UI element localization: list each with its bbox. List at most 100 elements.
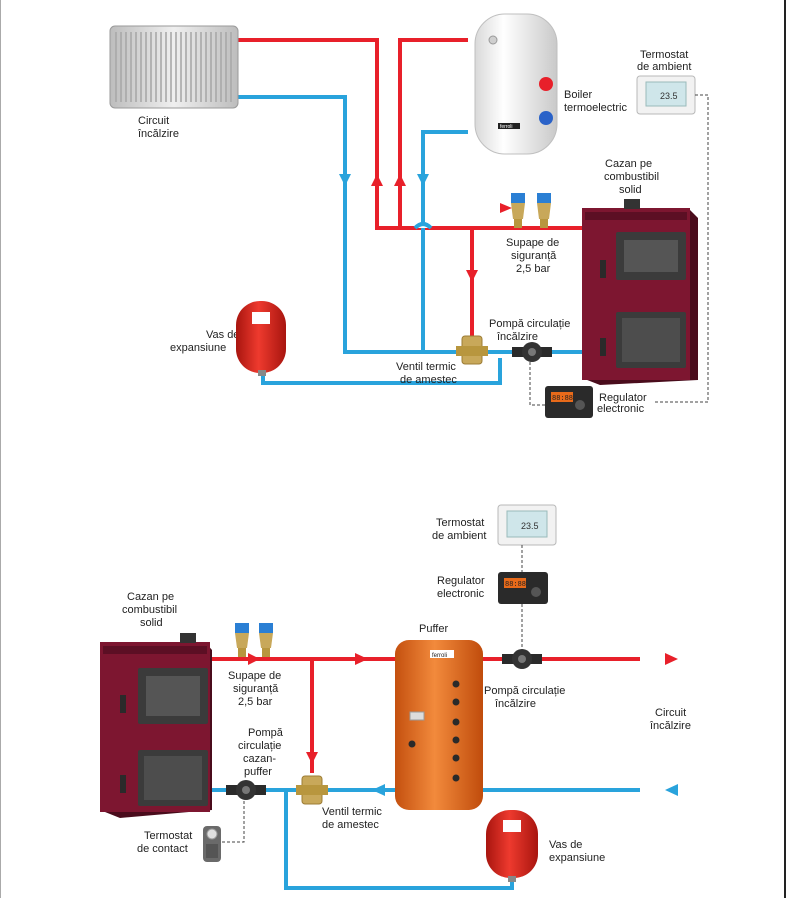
mixing-label-1: Ventil termic xyxy=(396,361,456,373)
puffer-port xyxy=(452,736,460,744)
puffer-port xyxy=(452,680,460,688)
pump-label-2: încălzire xyxy=(496,331,538,343)
safety-valve-icon xyxy=(235,623,249,657)
bottom-mixing-label-2: de amestec xyxy=(322,819,379,831)
boiler-label-2: termoelectric xyxy=(564,102,627,114)
radiator-label-2: încălzire xyxy=(137,128,179,140)
solid-fuel-boiler-icon xyxy=(582,199,698,385)
bottom-furnace-label-2: combustibil xyxy=(122,604,177,616)
puffer-port xyxy=(452,774,460,782)
contact-thermostat-icon xyxy=(203,826,221,862)
bottom-circuit-label-2: încălzire xyxy=(649,720,691,732)
valves-label-1: Supape de xyxy=(506,237,559,249)
safety-valve-icon xyxy=(259,623,273,657)
room-thermostat-icon: 23.5 xyxy=(497,504,557,546)
boiler-icon: ferroli xyxy=(474,13,558,155)
furnace-label-1: Cazan pe xyxy=(605,158,652,170)
expansion-vessel-icon xyxy=(236,301,286,376)
flow-arrow-icon xyxy=(248,653,260,665)
expansion-vessel-icon xyxy=(486,810,538,882)
top-hot-pipe-radiator xyxy=(237,38,585,230)
puffer-port xyxy=(408,740,416,748)
boiler-logo-text: ferroli xyxy=(500,124,513,130)
bottom-pump-boiler-label-4: puffer xyxy=(244,766,272,778)
flow-arrow-icon xyxy=(371,174,383,186)
bottom-diagram: Termostat de ambient 23.5 Regulator elec… xyxy=(100,504,691,890)
puffer-port xyxy=(452,718,460,726)
top-hot-pipe-boiler xyxy=(398,38,468,228)
valves-label-2: siguranță xyxy=(511,250,557,262)
circulation-pump-icon xyxy=(502,649,542,669)
furnace-label-2: combustibil xyxy=(604,171,659,183)
bottom-pump-boiler-label-2: circulație xyxy=(238,740,281,752)
flow-arrow-icon xyxy=(372,784,385,796)
electronic-controller-icon: 88:88 xyxy=(545,386,593,418)
bottom-furnace-label-3: solid xyxy=(140,617,163,629)
flow-arrow-icon xyxy=(339,174,351,186)
electronic-controller-icon: 88:88 xyxy=(498,572,548,604)
circulation-pump-icon xyxy=(512,342,552,362)
solid-fuel-boiler-icon xyxy=(100,633,212,818)
flow-arrow-icon xyxy=(665,784,678,796)
flow-arrow-icon xyxy=(355,653,368,665)
puffer-port xyxy=(452,698,460,706)
top-pipe-crossing xyxy=(413,222,433,230)
bottom-furnace-label-1: Cazan pe xyxy=(127,591,174,603)
bottom-thermostat-label-1: Termostat xyxy=(436,517,484,529)
pump-label-1: Pompă circulație xyxy=(489,318,570,330)
circulation-pump-icon xyxy=(226,780,266,800)
bottom-pump-boiler-label-3: cazan- xyxy=(243,753,276,765)
bottom-pump-boiler-label-1: Pompă xyxy=(248,727,284,739)
boiler-label-1: Boiler xyxy=(564,89,592,101)
bottom-controller-label-2: electronic xyxy=(437,588,485,600)
bottom-valves-label-3: 2,5 bar xyxy=(238,696,273,708)
puffer-label: Puffer xyxy=(419,623,448,635)
boiler-logo xyxy=(498,123,520,129)
controller-display: 88:88 xyxy=(552,395,573,403)
bottom-controller-display: 88:88 xyxy=(505,581,526,589)
thermostat-display: 23.5 xyxy=(660,91,678,101)
thermostat-label-2: de ambient xyxy=(637,61,691,73)
flow-arrow-icon xyxy=(665,653,678,665)
bottom-vessel-label-1: Vas de xyxy=(549,839,582,851)
top-hot-pipes xyxy=(237,38,585,337)
contact-label-2: de contact xyxy=(137,843,188,855)
bottom-pump-circuit-label-1: Pompă circulație xyxy=(484,685,565,697)
flow-arrow-icon xyxy=(306,752,318,764)
top-diagram: Circuit încălzire ferroli Boiler termoel… xyxy=(109,13,709,418)
contact-label-1: Termostat xyxy=(144,830,192,842)
vessel-label-2: expansiune xyxy=(170,342,226,354)
bottom-mixing-label-1: Ventil termic xyxy=(322,806,382,818)
puffer-port xyxy=(452,754,460,762)
bottom-thermostat-label-2: de ambient xyxy=(432,530,486,542)
bottom-thermostat-display: 23.5 xyxy=(521,521,539,531)
safety-valve-icon xyxy=(511,193,525,228)
top-wire-pump xyxy=(529,362,545,406)
bottom-controller-label-1: Regulator xyxy=(437,575,485,587)
flow-arrow-icon xyxy=(500,203,512,213)
top-flow-arrows xyxy=(339,174,512,282)
thermostat-label-1: Termostat xyxy=(640,49,688,61)
furnace-label-3: solid xyxy=(619,184,642,196)
mixing-valve-icon xyxy=(296,775,328,805)
flow-arrow-icon xyxy=(394,174,406,186)
bottom-pump-circuit-label-2: încălzire xyxy=(494,698,536,710)
top-wire-thermostat xyxy=(653,94,709,403)
bottom-circuit-label-1: Circuit xyxy=(655,707,686,719)
buffer-tank-icon: ferroli xyxy=(395,640,483,810)
bottom-flow-arrows xyxy=(248,653,678,796)
controller-label-1: Regulator xyxy=(599,392,647,404)
bottom-valves-label-1: Supape de xyxy=(228,670,281,682)
radiator-icon xyxy=(109,25,239,109)
flow-arrow-icon xyxy=(466,270,478,282)
bottom-cold-pipe-vessel xyxy=(284,790,514,890)
puffer-logo xyxy=(430,650,454,658)
top-cold-pipe-vessel xyxy=(261,358,502,385)
safety-valve-icon xyxy=(537,193,551,228)
bottom-vessel-label-2: expansiune xyxy=(549,852,605,864)
radiator-label-1: Circuit xyxy=(138,115,169,127)
controller-label-2: electronic xyxy=(597,403,645,415)
room-thermostat-icon: 23.5 xyxy=(636,75,696,115)
bottom-valves-label-2: siguranță xyxy=(233,683,279,695)
